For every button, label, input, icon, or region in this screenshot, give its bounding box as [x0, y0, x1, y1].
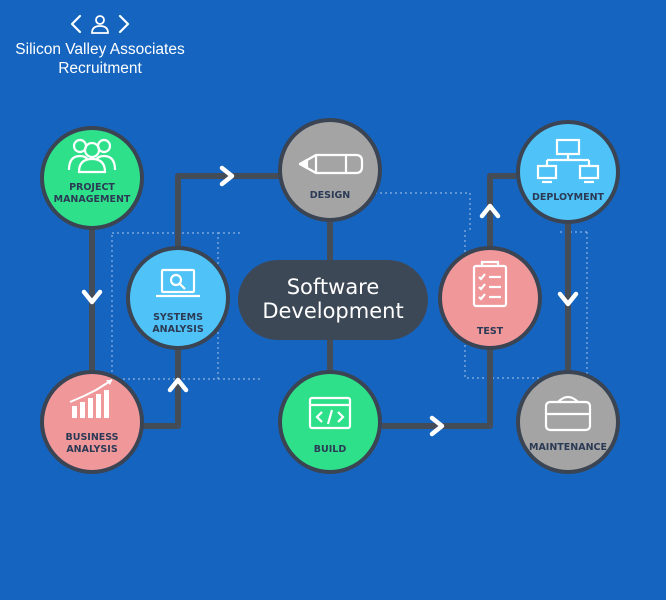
brand-name-line1: Silicon Valley Associates	[15, 41, 185, 58]
node-label-line1: SYSTEMS	[153, 312, 203, 323]
network-icon	[536, 138, 600, 184]
node-label-line1: BUILD	[314, 444, 347, 455]
node-project-management: PROJECT MANAGEMENT	[40, 126, 144, 230]
person-brackets-icon	[70, 14, 130, 34]
node-label-line2: ANALYSIS	[66, 444, 117, 455]
code-window-icon	[308, 396, 352, 430]
arrow-up-icon	[167, 377, 189, 393]
node-label-line1: TEST	[477, 326, 504, 337]
arrow-right-icon	[429, 415, 445, 437]
brand-name-line2: Recruitment	[58, 60, 142, 77]
toolbox-icon	[544, 395, 592, 432]
dotted-guides	[111, 192, 588, 380]
center-title-line2: Development	[262, 299, 403, 323]
people-icon	[67, 138, 117, 174]
node-business-analysis: BUSINESS ANALYSIS	[40, 370, 144, 474]
node-label-line1: DESIGN	[310, 190, 351, 201]
center-title-line1: Software	[287, 275, 380, 299]
bar-chart-icon	[69, 379, 113, 418]
node-maintenance: MAINTENANCE	[516, 370, 620, 474]
node-label-line2: MANAGEMENT	[54, 194, 131, 205]
node-label-line1: DEPLOYMENT	[532, 192, 605, 203]
brand-logo: Silicon Valley Associates Recruitment	[0, 12, 200, 78]
arrow-down-icon	[81, 289, 103, 305]
arrow-right-icon	[219, 165, 235, 187]
checklist-icon	[472, 260, 508, 308]
laptop-search-icon	[156, 268, 200, 298]
pencil-icon	[298, 153, 364, 175]
node-label-line1: PROJECT	[69, 182, 115, 193]
arrow-down-icon	[557, 291, 579, 307]
center-title: Software Development	[238, 260, 428, 340]
flow-arrows	[81, 165, 579, 437]
arrow-up-icon	[479, 203, 501, 219]
node-build: BUILD	[278, 370, 382, 474]
node-label-line2: ANALYSIS	[152, 324, 203, 335]
node-test: TEST	[438, 246, 542, 350]
node-label-line1: BUSINESS	[65, 432, 118, 443]
node-label-line1: MAINTENANCE	[529, 442, 607, 453]
node-systems-analysis: SYSTEMS ANALYSIS	[126, 246, 230, 350]
node-deployment: DEPLOYMENT	[516, 120, 620, 224]
node-design: DESIGN	[278, 118, 382, 222]
